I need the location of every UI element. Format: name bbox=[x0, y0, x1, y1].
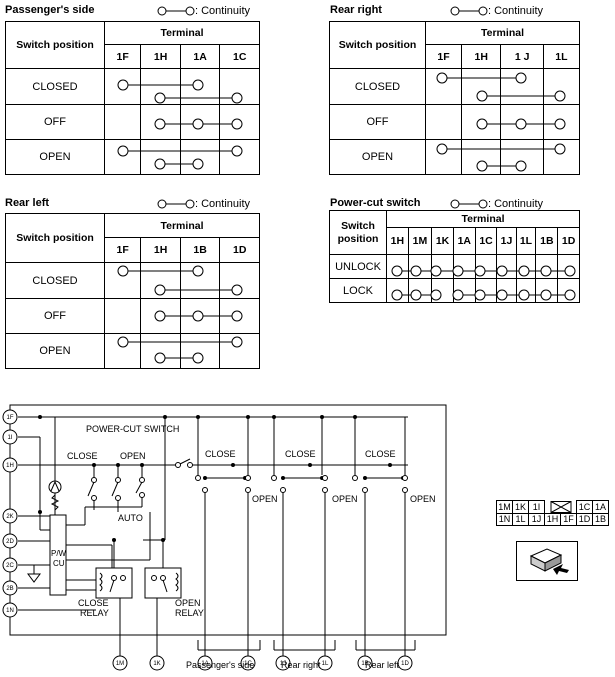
close-relay-label-2: RELAY bbox=[80, 608, 109, 618]
ground-icon bbox=[27, 573, 41, 583]
passenger-table-title: Passenger's side bbox=[5, 4, 95, 16]
connector-plug-icon bbox=[529, 548, 569, 575]
connector-pin: 1C bbox=[576, 500, 593, 514]
left-terminal-label: 1H bbox=[6, 463, 14, 469]
open-label: OPEN bbox=[120, 451, 146, 461]
continuity-symbol-icon bbox=[157, 6, 195, 16]
bottom-terminal-label: 1C bbox=[244, 661, 252, 667]
continuity-legend: : Continuity bbox=[450, 5, 543, 17]
open-relay-label-1: OPEN bbox=[175, 598, 201, 608]
terminal-label: 1K bbox=[431, 227, 454, 255]
close-relay-label-1: CLOSE bbox=[78, 598, 109, 608]
row-label: OFF bbox=[5, 298, 105, 334]
bottom-terminal-label: 1B bbox=[361, 661, 368, 667]
row-label: CLOSED bbox=[329, 68, 426, 105]
close-label: CLOSE bbox=[67, 451, 98, 461]
continuity-legend: : Continuity bbox=[157, 198, 250, 210]
connector-pin: 1A bbox=[592, 500, 609, 514]
row-label: OPEN bbox=[5, 333, 105, 369]
continuity-symbol-icon bbox=[450, 199, 488, 209]
row-label: LOCK bbox=[329, 278, 387, 303]
passenger-continuity-table: Switch position Terminal 1F 1H 1A 1C CLO… bbox=[5, 21, 260, 175]
group-label-passenger: Passenger's side bbox=[186, 660, 254, 670]
close-label: CLOSE bbox=[285, 449, 316, 459]
switch-header-line1: Switch bbox=[341, 219, 375, 232]
left-terminal-label: 1F bbox=[6, 415, 13, 421]
switch-position-header: Switch position bbox=[329, 21, 426, 69]
legend-label: : Continuity bbox=[195, 198, 251, 210]
terminal-label: 1L bbox=[515, 227, 537, 255]
connector-pin: 1L bbox=[512, 512, 529, 526]
bottom-terminal-label: 1K bbox=[153, 661, 160, 667]
left-terminal-label: 1N bbox=[6, 608, 14, 614]
connector-pin: 1B bbox=[592, 512, 609, 526]
continuity-symbol-icon bbox=[157, 199, 195, 209]
row-label: UNLOCK bbox=[329, 254, 387, 279]
open-label: OPEN bbox=[332, 494, 358, 504]
continuity-legend: : Continuity bbox=[157, 5, 250, 17]
open-label: OPEN bbox=[410, 494, 436, 504]
close-label: CLOSE bbox=[205, 449, 236, 459]
connector-pin: 1K bbox=[512, 500, 529, 514]
switch-header-line2: position bbox=[337, 232, 379, 245]
continuity-symbol-icon bbox=[450, 6, 488, 16]
connector-key-icon bbox=[545, 500, 577, 514]
rear-left-table-title: Rear left bbox=[5, 197, 50, 209]
connector-pin: 1F bbox=[560, 512, 577, 526]
connector-pin: 1M bbox=[496, 500, 513, 514]
left-terminal-label: 2D bbox=[6, 539, 14, 545]
connector-view-box bbox=[516, 541, 578, 581]
rear-right-table-title: Rear right bbox=[330, 4, 382, 16]
schematic-frame bbox=[9, 404, 447, 636]
terminal-label: 1A bbox=[179, 44, 221, 69]
auto-label: AUTO bbox=[118, 513, 143, 523]
bottom-terminal-label: 1J bbox=[280, 661, 286, 667]
connector-pin: 1H bbox=[544, 512, 561, 526]
connector-pin: 1I bbox=[528, 500, 545, 514]
left-terminal-label: 2C bbox=[6, 563, 14, 569]
power-cut-table-title: Power-cut switch bbox=[330, 197, 421, 209]
open-relay-label-2: RELAY bbox=[175, 608, 204, 618]
close-label: CLOSE bbox=[365, 449, 396, 459]
bottom-terminal-label: 1M bbox=[116, 661, 124, 667]
terminal-label: 1H bbox=[461, 44, 502, 69]
row-label: OPEN bbox=[5, 139, 105, 175]
bottom-terminal-label: 1L bbox=[322, 661, 329, 667]
legend-label: : Continuity bbox=[488, 5, 544, 17]
bottom-terminal-label: 1A bbox=[201, 661, 208, 667]
continuity-legend: : Continuity bbox=[450, 198, 543, 210]
connector-pin: 1D bbox=[576, 512, 593, 526]
power-cut-switch-label: POWER-CUT SWITCH bbox=[86, 424, 179, 434]
connector-pin: 1N bbox=[496, 512, 513, 526]
open-label: OPEN bbox=[252, 494, 278, 504]
rear-left-continuity-table: Switch position Terminal 1F 1H 1B 1D CLO… bbox=[5, 213, 260, 369]
switch-position-header: Switch position bbox=[5, 213, 105, 263]
group-label-rear-left: Rear left bbox=[365, 660, 400, 670]
terminal-header: Terminal bbox=[104, 21, 260, 45]
group-label-rear-right: Rear right bbox=[281, 660, 321, 670]
terminal-header: Terminal bbox=[425, 21, 580, 45]
terminal-label: 1M bbox=[407, 227, 433, 255]
resistor-icon bbox=[50, 494, 60, 511]
pw-cu-label-2: CU bbox=[53, 559, 65, 568]
connector-pin: 1J bbox=[528, 512, 545, 526]
connector-pin-layout: 1M 1K 1I 1C 1A 1N 1L 1J 1H 1F 1D 1B bbox=[496, 500, 609, 526]
terminal-label: 1H bbox=[386, 227, 409, 255]
terminal-label: 1A bbox=[452, 227, 476, 255]
left-terminal-label: 2B bbox=[6, 586, 13, 592]
left-terminal-label: 1I bbox=[7, 435, 12, 441]
bottom-terminal-label: 1D bbox=[401, 661, 409, 667]
left-terminal-label: 2K bbox=[6, 514, 13, 520]
legend-label: : Continuity bbox=[195, 5, 251, 17]
legend-label: : Continuity bbox=[488, 198, 544, 210]
pw-cu-label-1: P/W bbox=[51, 549, 67, 558]
